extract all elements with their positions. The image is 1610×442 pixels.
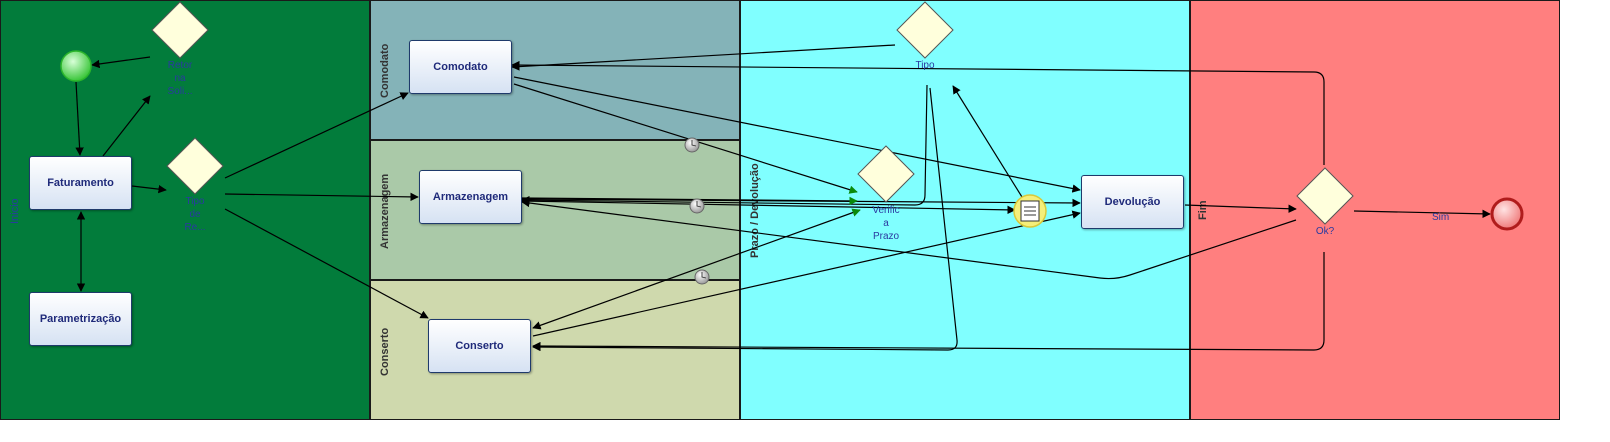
label-line: Tipo [185, 196, 205, 207]
flow-faturamento-tipo-re [131, 184, 167, 194]
flow-tipo-comodato [511, 44, 896, 71]
gateway-label-retorno: Retor na Soli... [150, 59, 210, 98]
timer-icon-1 [684, 137, 700, 153]
flow-devolucao-ok [1184, 204, 1297, 213]
task-armazenagem[interactable]: Armazenagem [419, 170, 522, 224]
flow-tipo-re-conserto [224, 208, 429, 319]
gateway-verifica-prazo [857, 145, 915, 203]
flow-ok-comodato [511, 60, 1325, 165]
task-comodato[interactable]: Comodato [409, 40, 512, 94]
flow-comodato-verifica [513, 83, 858, 194]
timer-icon-2 [689, 198, 705, 214]
flow-tipo-armazenagem [521, 84, 928, 206]
gateway-retorno [151, 1, 209, 59]
label-line: Verific [872, 205, 900, 216]
flow-ok-fim [1353, 209, 1491, 219]
flow-armazenagem-doc [521, 200, 1016, 215]
flow-doc-tipo [952, 85, 1023, 198]
label-line: de [189, 209, 201, 220]
gateway-label-verifica-prazo: Verific a Prazo [856, 204, 916, 243]
flow-armazenagem-verifica [521, 196, 858, 206]
flow-start-faturamento [75, 81, 84, 156]
label-line: Tipo [915, 60, 935, 71]
label-line: Retor [167, 60, 193, 71]
gateway-label-tipo-re: Tipo de Re... [165, 195, 225, 234]
flow-faturamento-retorno [102, 95, 151, 157]
flow-retorno-start [91, 56, 151, 69]
flow-verifica-conserto [532, 208, 861, 330]
label-line: a [883, 218, 889, 229]
gateway-label-ok: Ok? [1295, 225, 1355, 238]
end-event [1490, 197, 1524, 231]
flow-label-sim: Sim [1432, 212, 1450, 223]
task-devolucao[interactable]: Devolução [1081, 175, 1184, 229]
gateway-ok [1296, 167, 1354, 225]
task-faturamento[interactable]: Faturamento [29, 156, 132, 210]
start-event [60, 50, 92, 82]
label-line: Prazo [872, 231, 900, 242]
flow-ok-conserto [532, 252, 1325, 351]
flow-tipo-conserto [532, 87, 958, 352]
flow-conserto-devolucao [532, 210, 1081, 337]
flow-comodato-devolucao [513, 76, 1081, 193]
task-conserto[interactable]: Conserto [428, 319, 531, 373]
task-parametrizacao[interactable]: Parametrização [29, 292, 132, 346]
gateway-tipo-re [166, 137, 224, 195]
flow-tipo-re-comodato [224, 92, 409, 179]
label-line: na [174, 73, 186, 84]
flow-ok-armazenagem [521, 198, 1297, 280]
gateway-tipo [896, 1, 954, 59]
gateway-label-tipo: Tipo [895, 59, 955, 72]
flow-tipo-re-armazenagem [224, 192, 419, 202]
label-line: Re... [184, 222, 206, 233]
label-line: Ok? [1315, 226, 1335, 237]
timer-icon-3 [694, 269, 710, 285]
label-line: Soli... [167, 86, 193, 97]
